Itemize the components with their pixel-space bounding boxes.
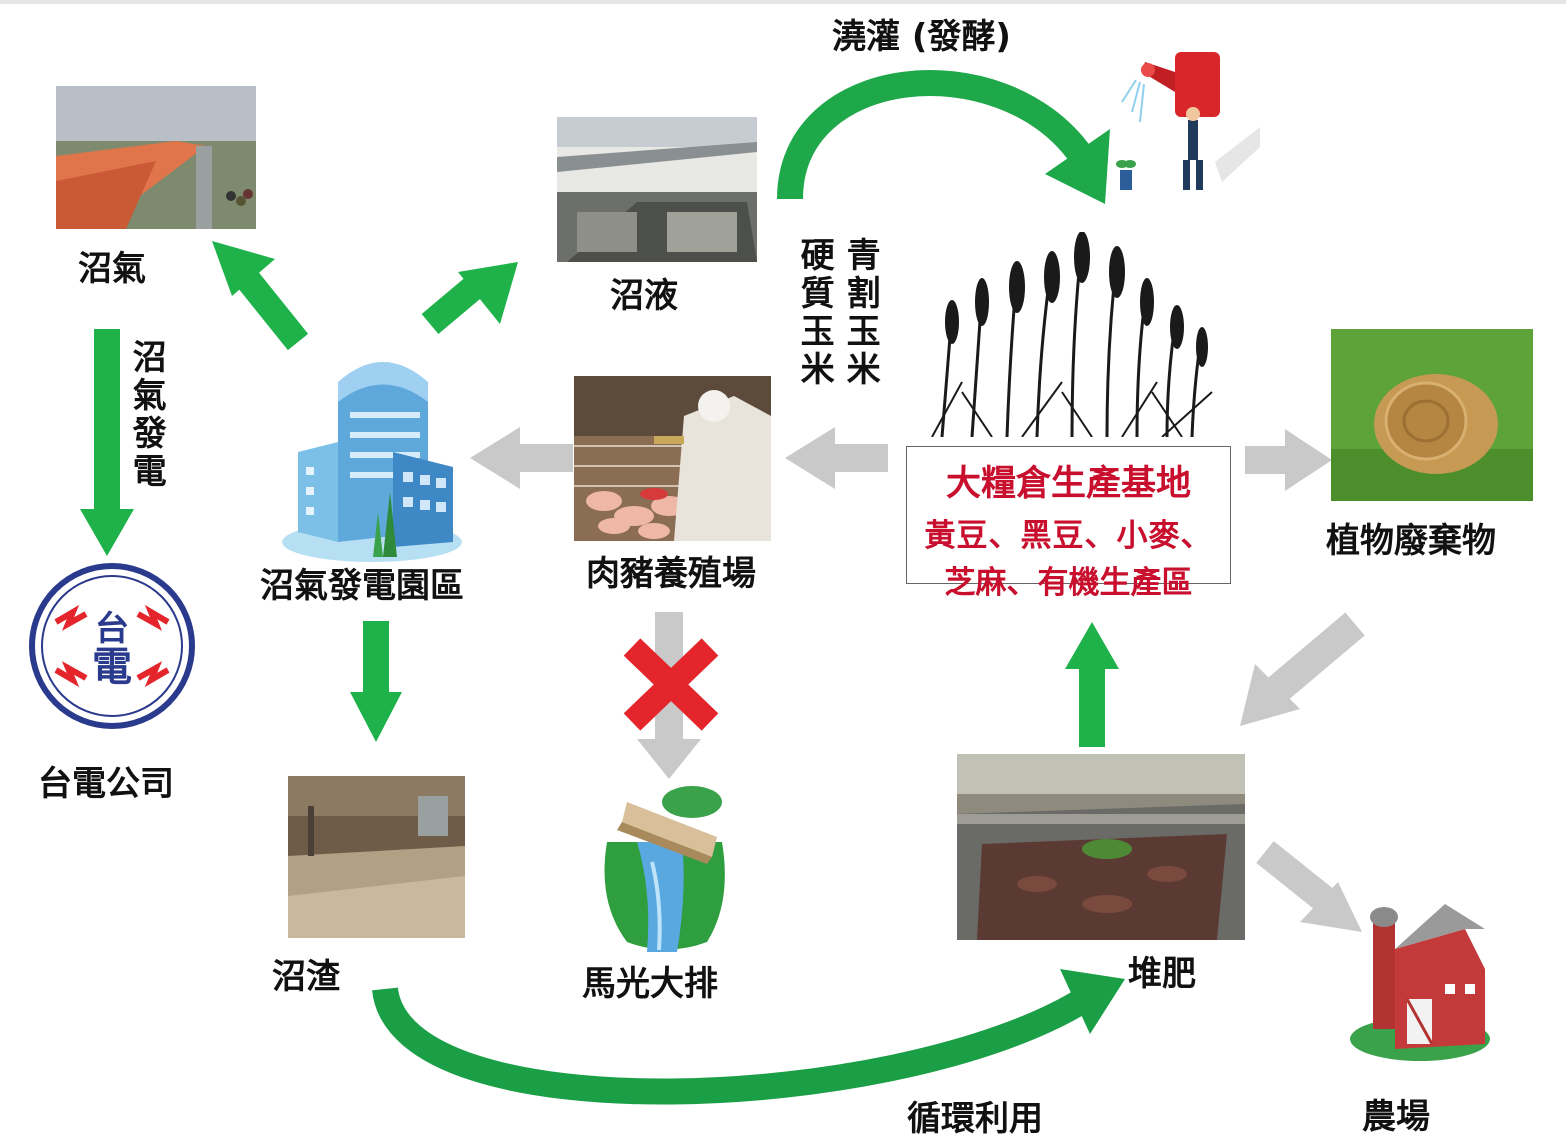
- prohibited-cross-icon: [623, 638, 719, 731]
- river-label: 馬光大排: [582, 964, 718, 1004]
- arrow-hub-to-pig: [785, 427, 888, 489]
- residue-photo: [288, 776, 465, 938]
- arrow-plant-to-liquid: [421, 262, 518, 334]
- recycle-label: 循環利用: [907, 1099, 1043, 1139]
- arrows-layer: [80, 70, 1365, 1105]
- production-base-crops-line1: 黃豆、黑豆、小麥、: [924, 518, 1213, 554]
- wheat-icon: [922, 231, 1217, 438]
- arrow-compost-to-hub: [1065, 622, 1119, 747]
- liquid-label: 沼液: [610, 276, 678, 316]
- recycle-curved-arrow: [372, 969, 1125, 1105]
- arrow-biogas-to-taipower: [80, 329, 134, 556]
- compost-label: 堆肥: [1128, 954, 1196, 994]
- arrow-compost-to-farm: [1256, 841, 1362, 932]
- svg-text:台: 台: [95, 609, 129, 649]
- compost-photo: [957, 754, 1245, 940]
- arrow-waste-to-compost: [1240, 612, 1365, 726]
- hard-corn-label: 硬質玉米: [794, 237, 835, 389]
- production-base-crops-line2: 芝麻、有機生產區: [944, 565, 1193, 601]
- farm-label: 農場: [1362, 1097, 1430, 1137]
- watering-can-icon: [1110, 42, 1260, 197]
- pig-farm-photo: [574, 376, 771, 541]
- taipower-label: 台電公司: [38, 764, 174, 804]
- irrigation-label: 澆灌 (發酵): [832, 17, 1011, 57]
- silage-corn-label: 青割玉米: [840, 237, 881, 389]
- arrow-plant-to-biogas: [212, 241, 309, 351]
- arrow-hub-to-waste: [1245, 429, 1332, 491]
- liquid-photo: [557, 117, 757, 262]
- arrow-plant-to-residue: [350, 621, 402, 742]
- pig-farm-label: 肉豬養殖場: [586, 554, 756, 594]
- arrow-pig-to-plant: [470, 427, 573, 489]
- residue-label: 沼渣: [272, 957, 340, 997]
- plant-waste-label: 植物廢棄物: [1326, 521, 1496, 561]
- taipower-logo: 台 電: [28, 562, 196, 730]
- river-icon: [597, 782, 732, 954]
- biogas-label: 沼氣: [78, 249, 146, 289]
- production-base-title: 大糧倉生產基地: [945, 464, 1191, 504]
- biogas-photo: [56, 86, 256, 229]
- plant-waste-photo: [1331, 329, 1533, 501]
- plant-label: 沼氣發電園區: [260, 566, 464, 606]
- barn-icon: [1345, 889, 1490, 1064]
- svg-text:電: 電: [92, 644, 132, 690]
- biogas-power-vertical-label: 沼氣發電: [126, 339, 167, 491]
- irrigation-curved-arrow: [777, 70, 1110, 204]
- production-base-box: 大糧倉生產基地 黃豆、黑豆、小麥、 芝麻、有機生產區: [906, 446, 1231, 601]
- building-icon: [278, 342, 466, 564]
